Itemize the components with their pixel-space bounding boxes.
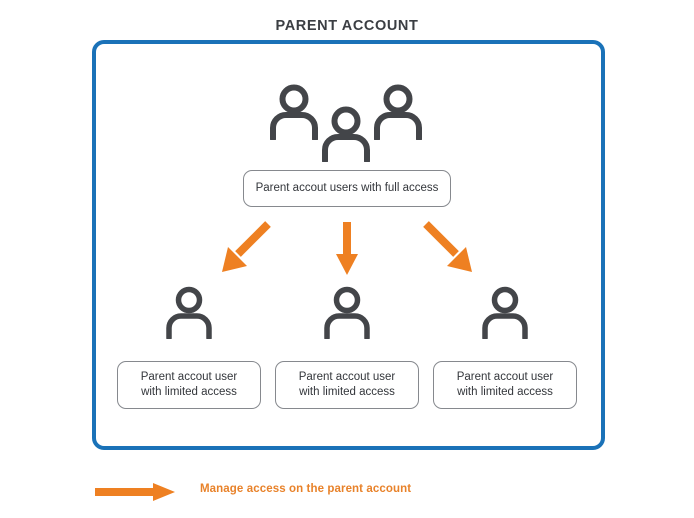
legend-label: Manage access on the parent account <box>200 483 412 495</box>
limited-access-label-box-3: Parent accout user with limited access <box>433 361 577 409</box>
person-icon-middle <box>320 104 372 162</box>
limited-label-line-2: with limited access <box>457 386 553 398</box>
full-access-label-text: Parent accout users with full access <box>255 182 439 194</box>
full-access-users-icon-group <box>268 80 428 162</box>
limited-access-label-text-2: Parent accout user with limited access <box>299 370 396 400</box>
limited-label-line-2: with limited access <box>299 386 395 398</box>
person-icon-right <box>372 82 424 140</box>
limited-access-label-box-2: Parent accout user with limited access <box>275 361 419 409</box>
limited-access-label-text-3: Parent accout user with limited access <box>457 370 554 400</box>
person-icon-left <box>268 82 320 140</box>
arrow-right-icon <box>95 482 177 502</box>
limited-access-label-text-1: Parent accout user with limited access <box>141 370 238 400</box>
person-icon-child-3 <box>477 285 533 339</box>
page-title: PARENT ACCOUNT <box>275 18 419 34</box>
full-access-label-box: Parent accout users with full access <box>243 170 451 207</box>
limited-access-label-box-1: Parent accout user with limited access <box>117 361 261 409</box>
limited-label-line-1: Parent accout user <box>298 371 396 383</box>
limited-label-line-1: Parent accout user <box>456 371 554 383</box>
limited-label-line-1: Parent accout user <box>140 371 238 383</box>
person-icon-child-1 <box>161 285 217 339</box>
person-icon-child-2 <box>319 285 375 339</box>
legend: Manage access on the parent account <box>95 480 515 504</box>
limited-label-line-2: with limited access <box>141 386 237 398</box>
